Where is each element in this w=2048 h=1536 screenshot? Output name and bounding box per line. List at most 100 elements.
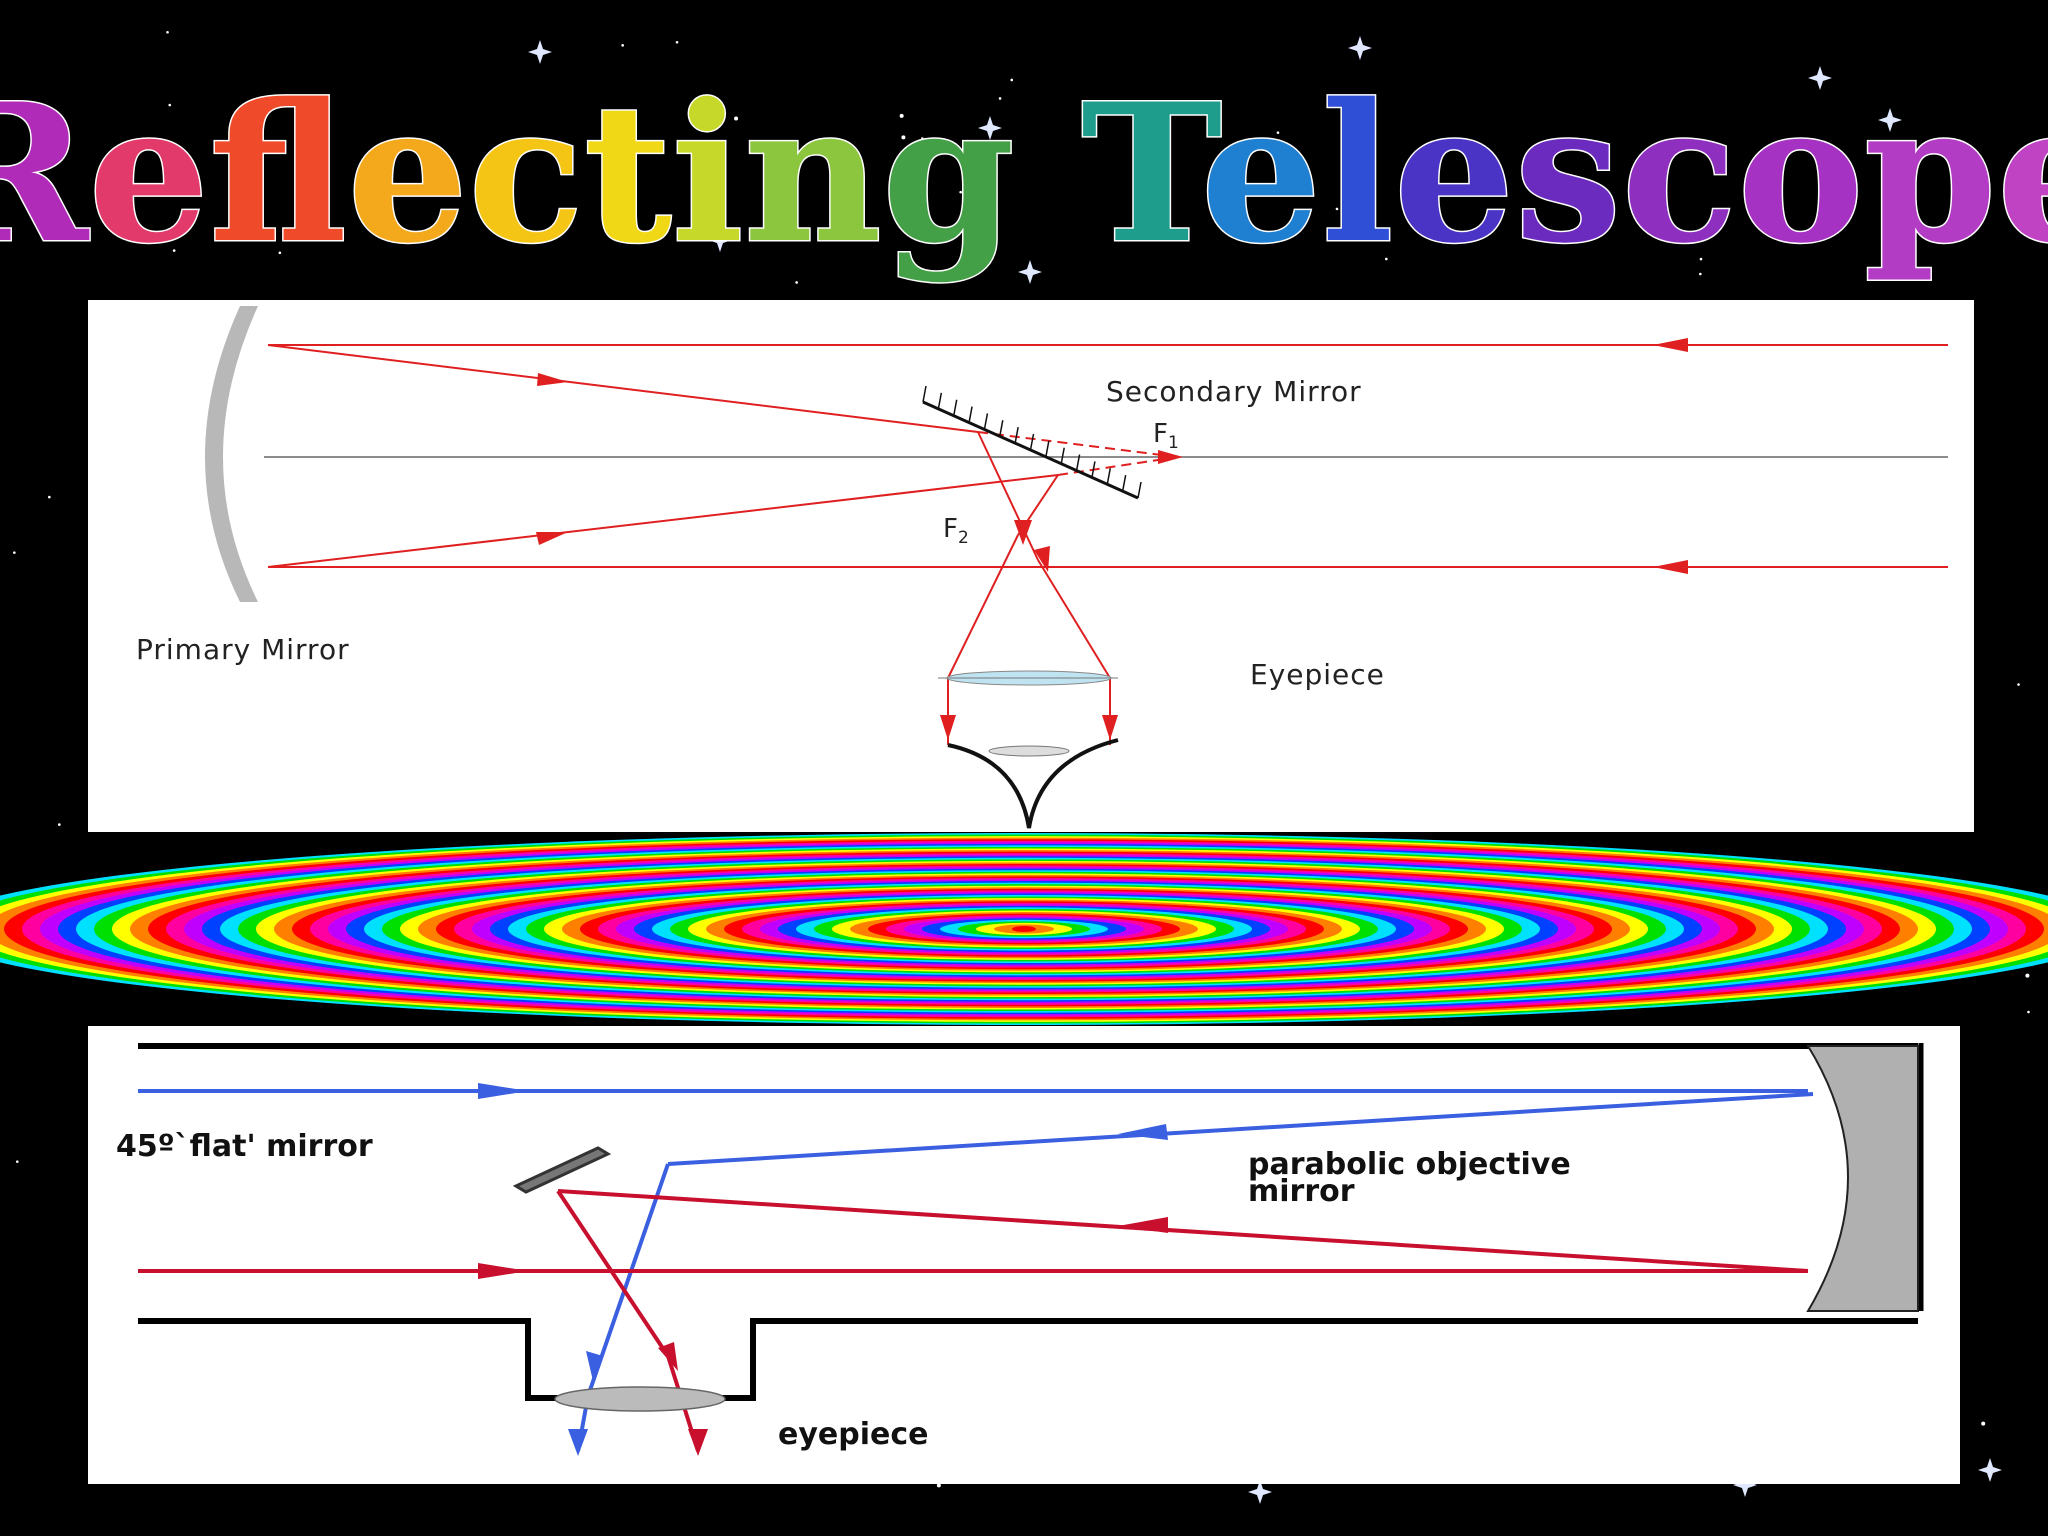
title-letter: c (468, 70, 584, 285)
arrow-bottom-reflected (536, 532, 568, 545)
hatch-line (999, 420, 1004, 437)
star (1385, 257, 1388, 261)
label-secondary-mirror: Secondary Mirror (1106, 375, 1362, 408)
title-letter: t (584, 70, 672, 285)
label-parabolic-line1: parabolic objective (1248, 1147, 1571, 1182)
arrow-bottom-incoming (1653, 560, 1688, 574)
title-letter: l (1321, 70, 1393, 285)
red-ray-down (556, 1189, 700, 1452)
flat-mirror (512, 1146, 612, 1194)
star (2027, 1010, 2030, 1014)
star (936, 1483, 941, 1488)
title-letter: T (1081, 70, 1221, 285)
red-arrow-down-2 (688, 1429, 708, 1456)
title-letter: R (0, 70, 90, 285)
title-letter: e (1997, 70, 2048, 285)
hatch-line (1106, 468, 1112, 485)
star (1981, 1421, 1986, 1426)
secondary-mirror-hatching (922, 385, 1142, 499)
rainbow-spiral-band (0, 833, 2048, 1025)
arrow-top-incoming (1653, 338, 1688, 352)
label-f1: F1 (1153, 419, 1179, 453)
label-eyepiece: Eyepiece (1250, 658, 1385, 691)
blue-ray-reflected (667, 1092, 1814, 1166)
star (166, 30, 169, 34)
star (1699, 272, 1702, 276)
star (675, 40, 679, 44)
spiral-ring (1012, 926, 1036, 932)
sparkle-star (1978, 1458, 2002, 1482)
label-flat-mirror: 45º`flat' mirror (116, 1129, 373, 1164)
title-letter: n (744, 70, 882, 285)
arrow-eyepiece-right (1102, 715, 1118, 740)
label-f2: F2 (943, 514, 969, 548)
top-diagram-panel: Secondary Mirror F1 F2 Primary Mirror Ey… (88, 300, 1974, 832)
title-letter: f (209, 70, 347, 285)
red-arrow-incoming (478, 1263, 528, 1279)
star (901, 135, 906, 140)
star (168, 103, 172, 107)
star (1335, 207, 1339, 211)
slide-title: Reflecting Telescope (0, 61, 2048, 310)
title-letter: e (88, 70, 209, 285)
newtonian-diagram: 45º`flat' mirror parabolic objective mir… (116, 1043, 1924, 1456)
star (2017, 683, 2020, 686)
title-letter: p (1864, 70, 1997, 285)
label-parabolic-line2: mirror (1248, 1174, 1355, 1209)
star (959, 190, 962, 194)
title-text: Reflecting Telescope (0, 61, 2048, 287)
star (13, 551, 16, 554)
eye-lens (988, 745, 1070, 757)
hatch-line (1029, 433, 1035, 451)
bottom-diagram-panel: 45º`flat' mirror parabolic objective mir… (88, 1026, 1960, 1484)
sparkle-star (1808, 66, 1832, 90)
star (48, 495, 51, 499)
ray-down-3 (947, 534, 1019, 679)
star (1842, 159, 1845, 163)
sparkle-star (528, 40, 552, 64)
star (921, 137, 924, 140)
sparkle-star (1348, 36, 1372, 60)
sparkle-star (1248, 1480, 1272, 1504)
star (1345, 116, 1348, 119)
star (899, 113, 904, 118)
title-letter (1015, 70, 1081, 285)
sparkle-star (1733, 1473, 1757, 1497)
label-primary-mirror: Primary Mirror (136, 633, 350, 666)
arrow-eyepiece-left (940, 715, 956, 740)
star (621, 44, 624, 47)
arrow-down-2 (1034, 546, 1050, 572)
eye-icon (947, 738, 1119, 829)
title-letter: o (1737, 70, 1864, 285)
hatch-line (937, 392, 943, 409)
sparkle-star (1018, 260, 1042, 284)
blue-arrow-reflected (1118, 1124, 1168, 1140)
title-letter: e (1394, 70, 1515, 285)
star (58, 823, 61, 826)
hatch-line (1045, 440, 1050, 457)
arrow-f1 (1158, 450, 1183, 464)
ray-down-4 (1037, 559, 1111, 679)
hatch-line (1014, 427, 1019, 444)
star (172, 249, 176, 252)
star (1010, 78, 1014, 82)
star (1699, 257, 1703, 261)
cassegrain-diagram: Secondary Mirror F1 F2 Primary Mirror Ey… (136, 306, 1948, 829)
svg-text:Reflecting Telescope: Reflecting Telescope (0, 70, 2048, 285)
sparkle-star (978, 116, 1002, 140)
hatch-line (968, 406, 973, 423)
hatch-line (1137, 481, 1142, 499)
hatch-line (1075, 454, 1081, 471)
title-letter: c (1621, 70, 1737, 285)
ray-top-reflected (267, 344, 979, 433)
hatch-line (1091, 461, 1096, 478)
title-letter: s (1515, 70, 1622, 285)
blue-arrow-down-1 (586, 1351, 603, 1381)
sparkle-star (1878, 108, 1902, 132)
parabolic-mirror (1806, 1045, 1919, 1312)
title-letter: e (1201, 70, 1322, 285)
ray-down-1 (977, 431, 1039, 561)
ray-bottom-reflected (267, 474, 1059, 568)
arrow-top-reflected (537, 373, 568, 386)
star (1276, 131, 1280, 134)
